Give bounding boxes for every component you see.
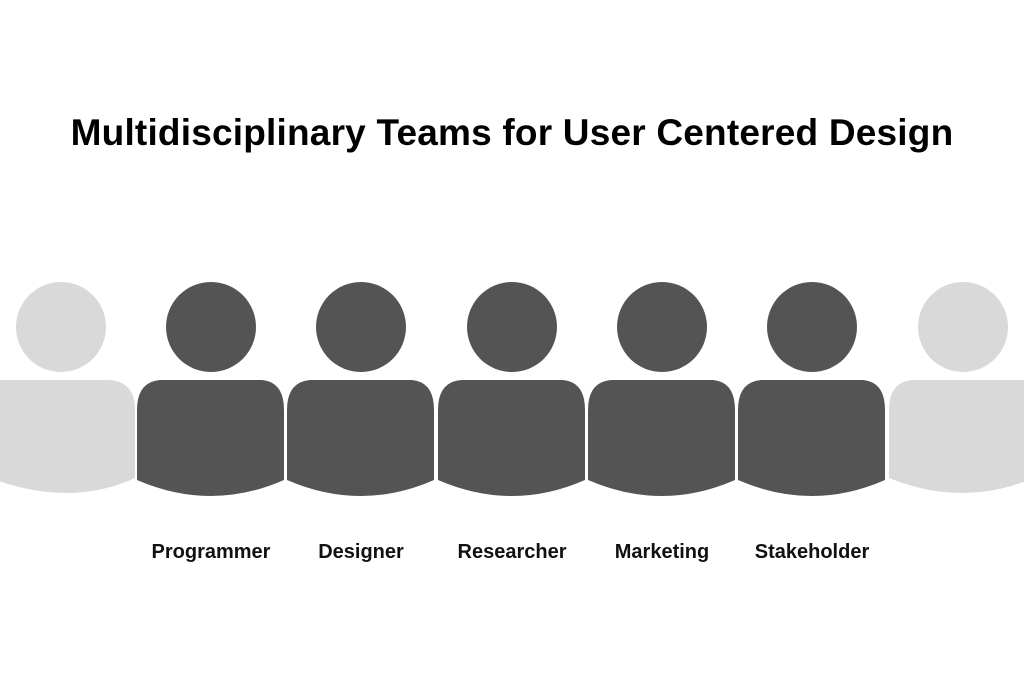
role-label-stakeholder: Stakeholder bbox=[754, 541, 870, 563]
role-label-programmer: Programmer bbox=[151, 541, 271, 563]
person-stakeholder-icon bbox=[738, 282, 885, 496]
diagram-title: Multidisciplinary Teams for User Centere… bbox=[70, 112, 954, 153]
person-programmer-icon bbox=[137, 282, 284, 496]
role-label-researcher: Researcher bbox=[457, 541, 567, 563]
person-marketing-icon bbox=[588, 282, 735, 496]
role-label-marketing: Marketing bbox=[614, 541, 710, 563]
person-researcher-icon bbox=[438, 282, 585, 496]
person-faded-right bbox=[889, 282, 1024, 493]
person-designer-icon bbox=[287, 282, 434, 496]
person-faded-left bbox=[0, 282, 135, 493]
role-label-designer: Designer bbox=[318, 541, 404, 563]
